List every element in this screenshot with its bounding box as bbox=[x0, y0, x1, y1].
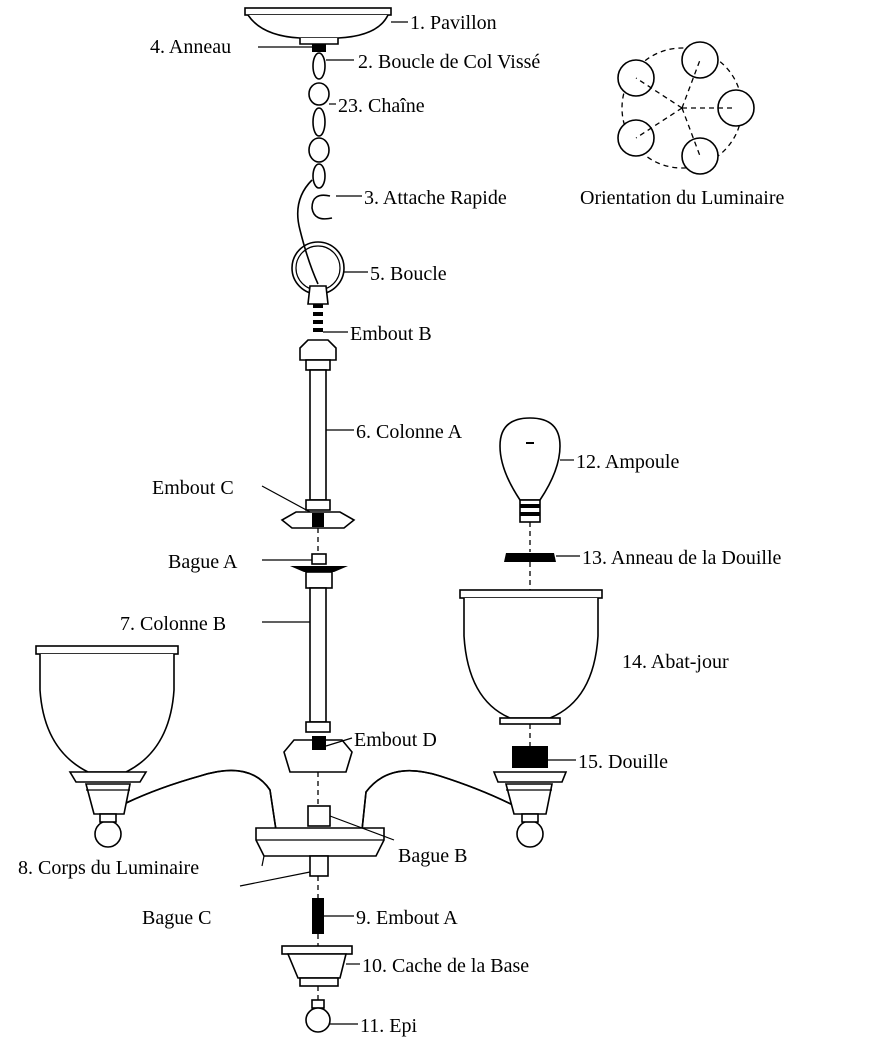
label-anneau-douille: 13. Anneau de la Douille bbox=[582, 547, 782, 569]
label-boucle-col: 2. Boucle de Col Vissé bbox=[358, 51, 540, 73]
label-attache: 3. Attache Rapide bbox=[364, 187, 507, 209]
label-embout-c: Embout C bbox=[152, 477, 234, 499]
body-part bbox=[111, 769, 527, 867]
label-douille: 15. Douille bbox=[578, 751, 668, 773]
label-abat-jour: 14. Abat-jour bbox=[622, 651, 729, 673]
embout-c-part bbox=[261, 485, 356, 554]
loop-part bbox=[291, 241, 368, 305]
finial-part bbox=[305, 999, 358, 1033]
label-boucle: 5. Boucle bbox=[370, 263, 447, 285]
column-b-part bbox=[262, 553, 348, 733]
quick-link-part bbox=[311, 194, 362, 220]
label-bague-c: Bague C bbox=[142, 907, 211, 929]
label-cache: 10. Cache de la Base bbox=[362, 955, 529, 977]
label-bague-a: Bague A bbox=[168, 551, 238, 573]
label-colonne-b: 7. Colonne B bbox=[120, 613, 226, 635]
label-anneau: 4. Anneau bbox=[150, 36, 231, 58]
right-shade-assembly bbox=[459, 417, 603, 848]
label-embout-d: Embout D bbox=[354, 729, 437, 751]
label-chaine: 23. Chaîne bbox=[338, 95, 425, 117]
label-colonne-a: 6. Colonne A bbox=[356, 421, 463, 443]
canopy-part bbox=[244, 7, 408, 45]
base-cover-part bbox=[281, 945, 360, 1000]
label-epi: 11. Epi bbox=[360, 1015, 417, 1037]
column-a-part bbox=[299, 304, 354, 511]
chain-part bbox=[296, 52, 336, 285]
label-corps: 8. Corps du Luminaire bbox=[18, 857, 199, 879]
ring-and-screw-collar bbox=[258, 44, 354, 61]
label-bague-b: Bague B bbox=[398, 845, 467, 867]
embout-a-part bbox=[239, 855, 354, 946]
label-ampoule: 12. Ampoule bbox=[576, 451, 679, 473]
orientation-diagram bbox=[617, 41, 755, 175]
label-pavillon: 1. Pavillon bbox=[410, 12, 497, 34]
label-embout-b: Embout B bbox=[350, 323, 432, 345]
label-orientation: Orientation du Luminaire bbox=[580, 187, 785, 209]
left-shade-assembly bbox=[35, 645, 179, 848]
label-embout-a: 9. Embout A bbox=[356, 907, 458, 929]
embout-d-part bbox=[283, 736, 353, 806]
